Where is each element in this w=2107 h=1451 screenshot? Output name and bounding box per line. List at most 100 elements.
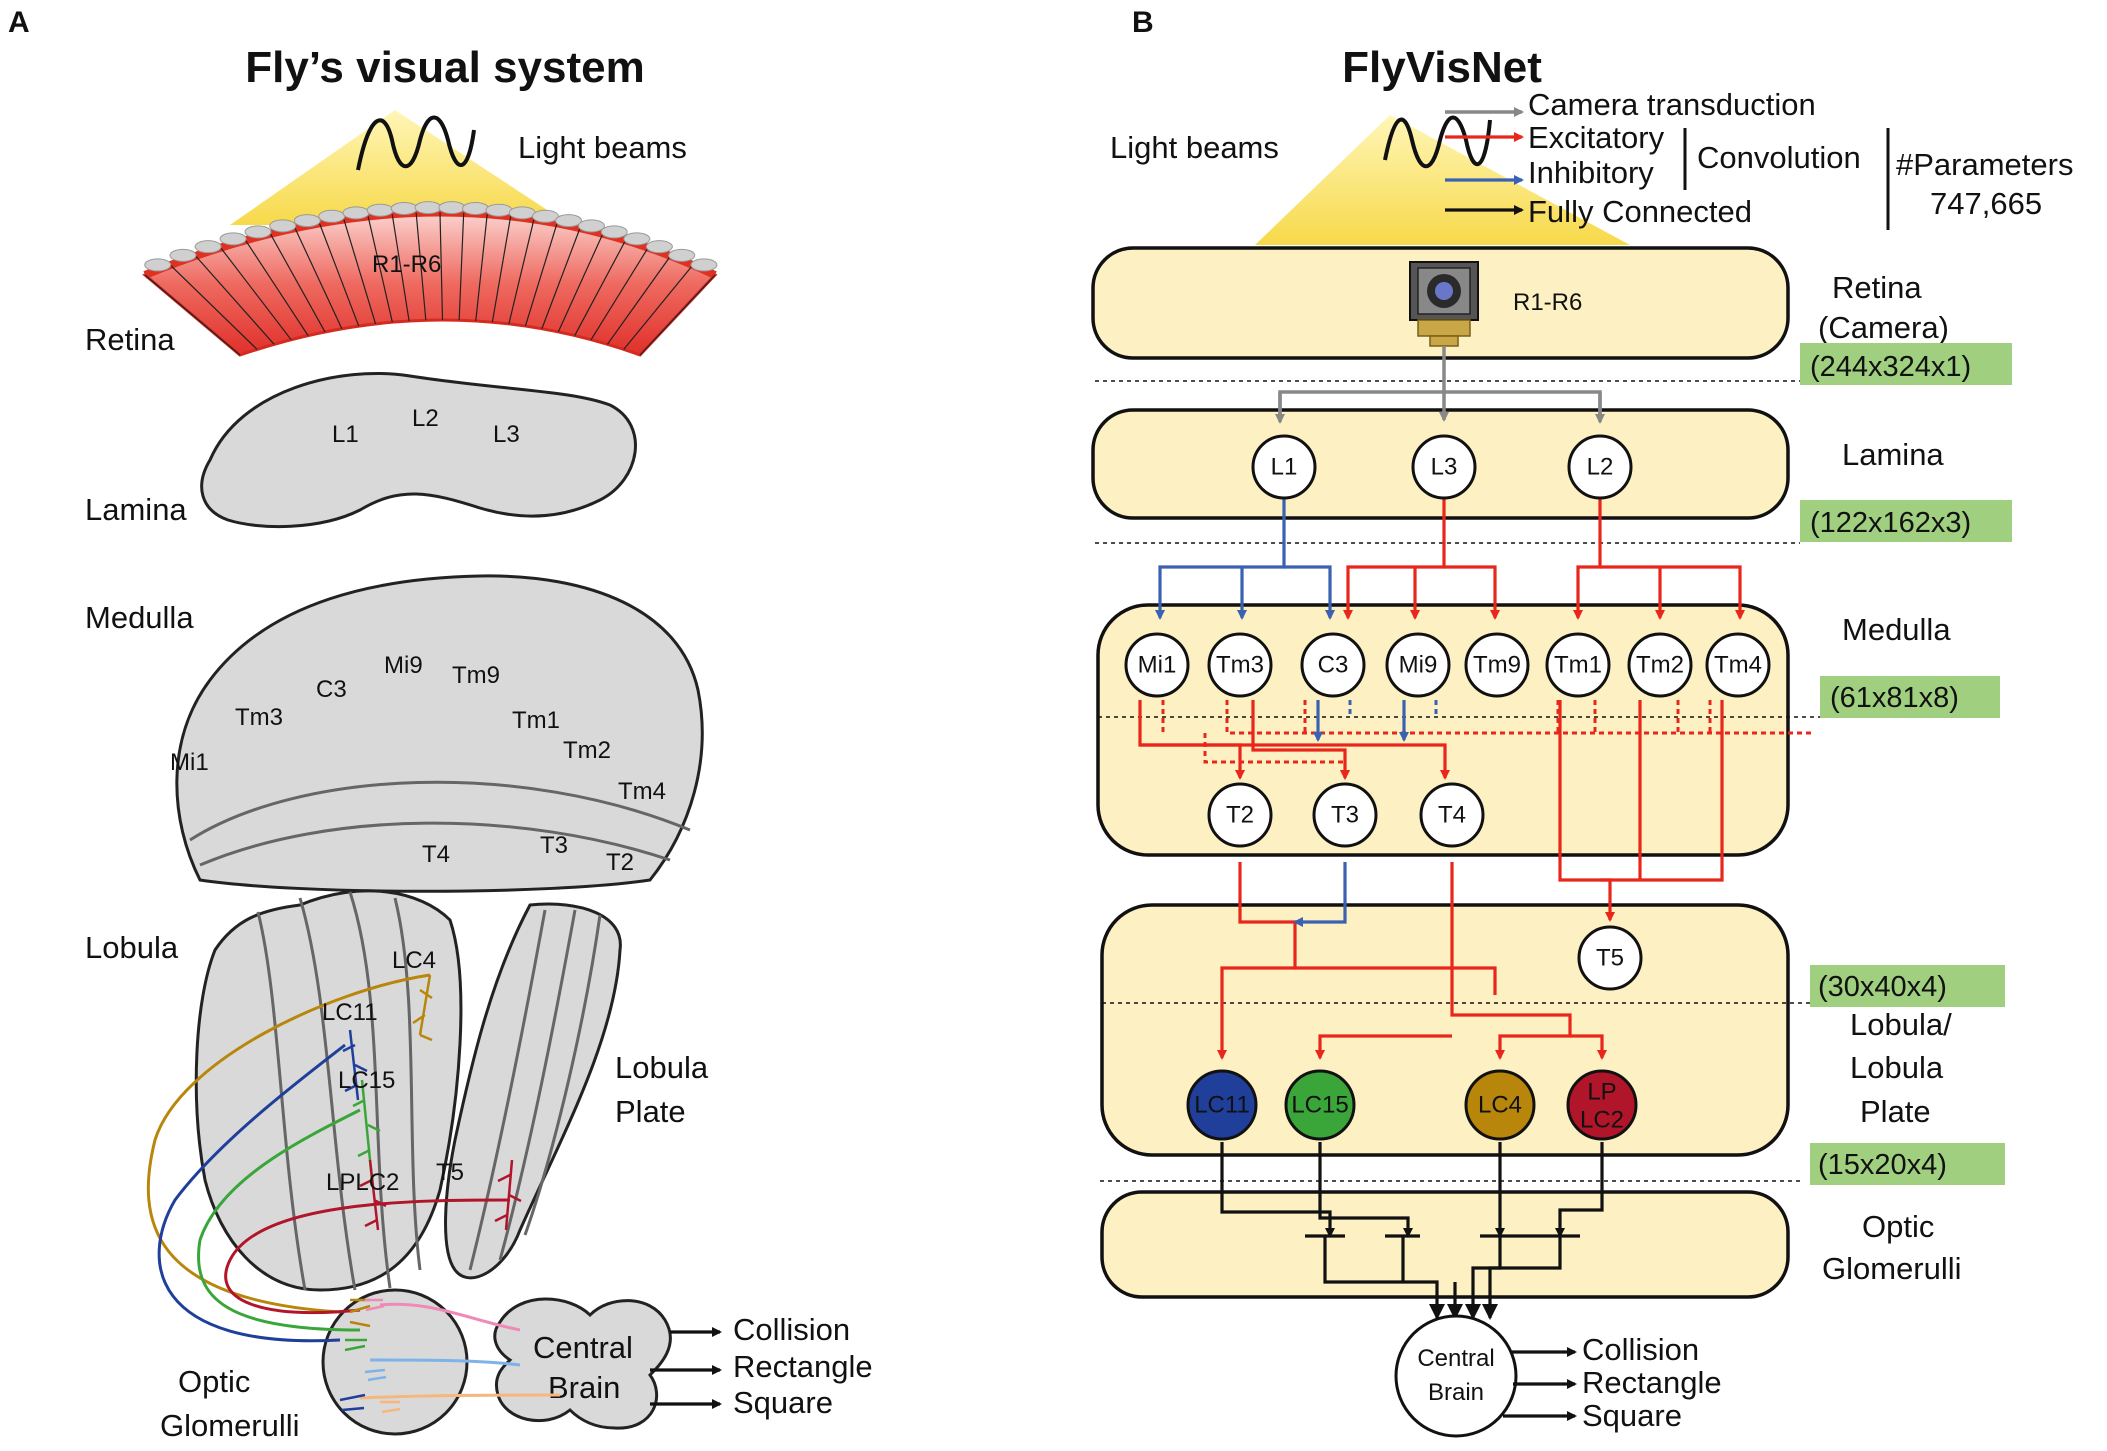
medulla-cell-tm9: Tm9	[452, 662, 500, 689]
lens-bump	[600, 225, 628, 239]
dim-label-4: (30x40x4)	[1818, 971, 1947, 1003]
dim-label-2: (122x162x3)	[1810, 507, 1971, 539]
ommatidium-line	[639, 274, 716, 356]
node-l2-label: L2	[1587, 454, 1614, 481]
dim-badge-5	[1810, 1143, 2005, 1185]
node-tm9	[1464, 632, 1530, 698]
node-l1-label: L1	[1271, 454, 1298, 481]
output-a-square: Square	[733, 1385, 833, 1420]
medulla-cell-mi1: Mi1	[170, 749, 209, 776]
node-tm3-label: Tm3	[1216, 652, 1264, 679]
medulla-cell-tm3: Tm3	[235, 704, 283, 731]
panel-b-letter: B	[1132, 6, 1154, 39]
optic-layer-box	[1100, 1190, 1790, 1299]
ommatidium-line	[574, 239, 627, 336]
medulla-cell-mi9: Mi9	[384, 652, 423, 679]
medulla-cell-t4: T4	[422, 841, 450, 868]
optic-glomerulli-label-2: Glomerulli	[160, 1408, 300, 1443]
node-mi9	[1385, 632, 1451, 698]
lens-bump	[577, 219, 605, 233]
lobula-region	[194, 889, 463, 1292]
node-lc15	[1284, 1069, 1356, 1141]
ommatidium-line	[343, 219, 377, 325]
ommatidium-line	[245, 239, 309, 336]
node-mi1	[1124, 632, 1190, 698]
node-l2	[1567, 434, 1633, 500]
output-a-rectangle: Rectangle	[733, 1349, 873, 1384]
medulla-region	[175, 574, 704, 893]
central-brain-node	[1394, 1314, 1518, 1438]
node-tm4-label: Tm4	[1714, 652, 1762, 679]
node-t3	[1312, 782, 1378, 848]
ommatidium-line	[269, 233, 326, 333]
legend-convolution: Convolution	[1697, 140, 1861, 175]
ommatidium-line	[541, 227, 581, 329]
light-wave-icon	[356, 115, 476, 171]
lens-bump	[645, 240, 673, 254]
lens-bump	[269, 219, 297, 233]
dim-label-1: (244x324x1)	[1810, 351, 1971, 383]
optic-glomerulli-label-1: Optic	[178, 1364, 250, 1399]
ommatidium-line	[318, 223, 360, 327]
lc15-tract	[197, 1108, 361, 1332]
lens-bump	[668, 248, 696, 262]
layer-medulla-label: Medulla	[1842, 612, 1951, 647]
medulla-label: Medulla	[85, 600, 194, 635]
panel-a-title: Fly’s visual system	[245, 43, 644, 92]
medulla-nodes: Mi1 Tm3 C3 Mi9 Tm9 Tm1 Tm2 Tm4	[1124, 632, 1771, 698]
retina-drawing: R1-R6	[142, 201, 718, 357]
dim-label-5: (15x20x4)	[1818, 1149, 1947, 1181]
camera-icon	[1409, 261, 1479, 347]
retina-label: Retina	[85, 322, 175, 357]
ommatidium-line	[220, 247, 292, 341]
node-c3-label: C3	[1318, 652, 1349, 679]
lens-bump	[531, 209, 559, 223]
node-lc11-label: LC11	[1194, 1092, 1250, 1119]
lens-bump	[144, 258, 172, 272]
dim-badge-3	[1820, 676, 2000, 718]
lens-bump	[390, 201, 418, 215]
pink-tract	[379, 1302, 521, 1332]
legend-params-value: 747,665	[1930, 186, 2042, 221]
ommatidium-line	[195, 255, 275, 345]
panel-a: A Fly’s visual system Light beams R1-R6 …	[8, 6, 873, 1443]
node-t2	[1207, 782, 1273, 848]
lens-bump	[244, 225, 272, 239]
lens-bump	[461, 201, 489, 215]
ommatidium-line	[491, 216, 512, 323]
layer-lamina-label: Lamina	[1842, 437, 1944, 472]
node-lc11	[1186, 1069, 1258, 1141]
lobula-cell-lplc2: LPLC2	[326, 1169, 399, 1196]
node-t5	[1577, 925, 1643, 991]
central-brain-b-label-1: Central	[1417, 1345, 1494, 1372]
dim-badge-1	[1800, 343, 2012, 385]
lobula-plate-label-2: Plate	[615, 1094, 686, 1129]
node-l1	[1251, 434, 1317, 500]
lens-bump	[690, 258, 718, 272]
lobula-cell-lc4: LC4	[392, 947, 436, 974]
retina-r1r6-label: R1-R6	[372, 251, 441, 278]
ommatidium-line	[169, 264, 258, 350]
lens-bump	[342, 206, 370, 220]
ommatidium-line	[557, 233, 604, 333]
layer-lobula-label-1: Lobula/	[1850, 1007, 1952, 1042]
lobula-cell-t5: T5	[436, 1159, 464, 1186]
dim-label-3: (61x81x8)	[1830, 682, 1959, 714]
lens-bump	[555, 214, 583, 228]
node-tm3	[1207, 632, 1273, 698]
t-nodes: T2 T3 T4 T5	[1207, 782, 1643, 991]
node-tm1	[1545, 632, 1611, 698]
node-t2-label: T2	[1226, 802, 1254, 829]
node-tm2-label: Tm2	[1636, 652, 1684, 679]
lens-bump	[219, 232, 247, 246]
lens-bump	[623, 232, 651, 246]
legend-params-label: #Parameters	[1896, 147, 2073, 182]
camera-r1r6-label: R1-R6	[1513, 289, 1582, 316]
light-beams-label: Light beams	[518, 130, 687, 165]
dim-badge-2	[1800, 500, 2012, 542]
node-lplc2	[1566, 1069, 1638, 1141]
node-tm2	[1627, 632, 1693, 698]
node-t4-label: T4	[1438, 802, 1466, 829]
panel-a-letter: A	[8, 6, 30, 39]
medulla-cell-t2: T2	[606, 849, 634, 876]
